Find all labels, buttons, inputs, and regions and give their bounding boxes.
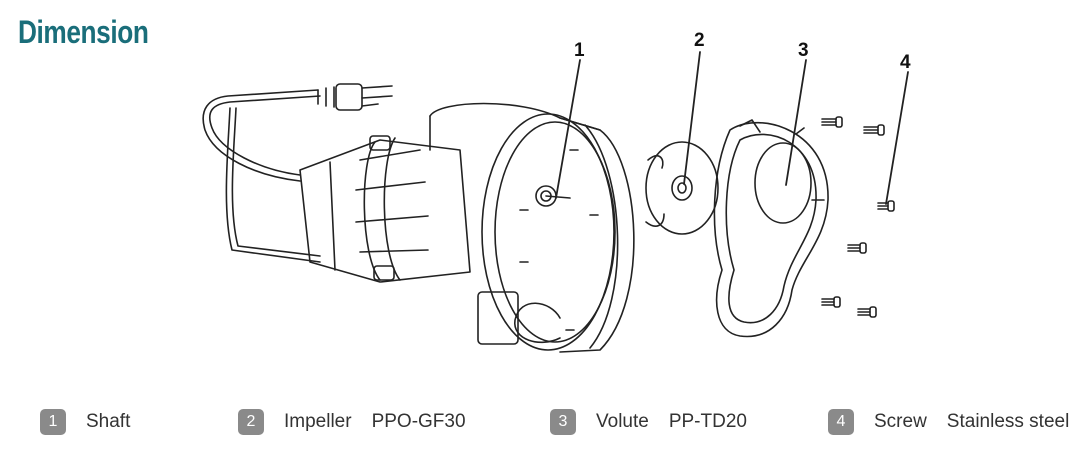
- legend-item-screw: 4 Screw Stainless steel: [828, 404, 1069, 440]
- page-title: Dimension: [18, 14, 149, 50]
- legend-part-material: PP-TD20: [668, 411, 747, 432]
- legend-item-volute: 3 Volute PP-TD20: [550, 404, 747, 440]
- legend-number-badge: 3: [550, 409, 576, 435]
- screw-set: [821, 116, 895, 318]
- callout-1: 1: [574, 40, 585, 61]
- impeller: [645, 141, 719, 235]
- legend-number-badge: 4: [828, 409, 854, 435]
- legend-part-name: Volute: [596, 411, 649, 432]
- legend-number-badge: 1: [40, 409, 66, 435]
- legend-number-badge: 2: [238, 409, 264, 435]
- legend-part-name: Shaft: [86, 411, 131, 432]
- motor-body: [299, 102, 601, 283]
- parts-legend: 1 Shaft 2 Impeller PPO-GF30 3 Volute PP-…: [0, 404, 1080, 440]
- callout-3: 3: [798, 40, 809, 61]
- power-cord: [202, 83, 393, 263]
- legend-part-name: Impeller: [284, 411, 352, 432]
- legend-part-material: PPO-GF30: [371, 411, 466, 432]
- callout-4: 4: [900, 52, 911, 73]
- callout-2: 2: [694, 30, 705, 51]
- motor-housing-ring: [477, 113, 635, 353]
- volute: [713, 119, 829, 338]
- leader-lines: [555, 51, 909, 205]
- exploded-pump-diagram: 1 2 3 4: [202, 30, 911, 353]
- legend-part-name: Screw: [874, 411, 927, 432]
- legend-part-material: Stainless steel: [946, 411, 1070, 432]
- legend-item-shaft: 1 Shaft: [40, 404, 150, 440]
- legend-item-impeller: 2 Impeller PPO-GF30: [238, 404, 466, 440]
